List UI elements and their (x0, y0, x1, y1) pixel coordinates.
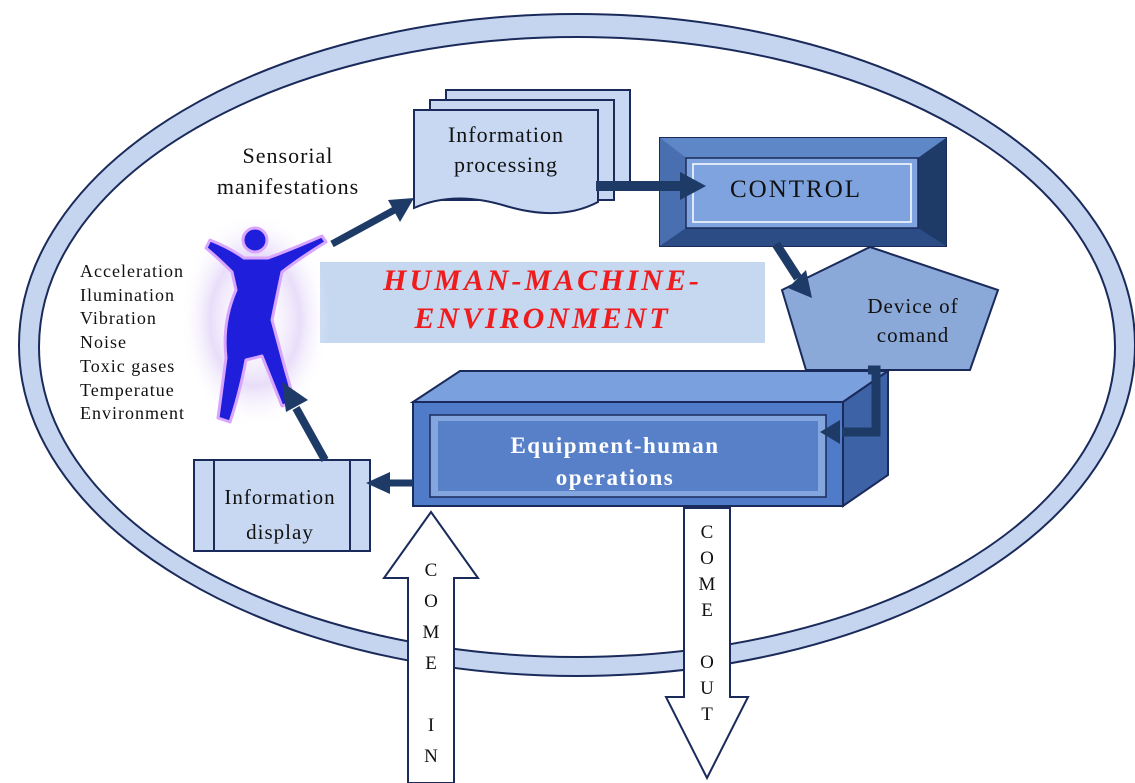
come-in-arrow (382, 510, 480, 783)
sensorial-line2: manifestations (216, 174, 360, 199)
come-in-letter: N (424, 746, 438, 767)
come-in-letter: E (425, 653, 437, 674)
device-of-command-label: Device of comand (838, 292, 988, 350)
come-in-label: C O M E I N (408, 555, 454, 772)
control-box (659, 137, 947, 247)
diagram-title: HUMAN-MACHINE- ENVIRONMENT (320, 262, 765, 338)
sensorial-line1: Sensorial (242, 143, 334, 168)
information-processing-stack (413, 89, 631, 215)
device-line1: Device of (867, 294, 959, 318)
information-processing-label: Information processing (416, 120, 596, 180)
factor-item: Toxic gases (80, 355, 176, 376)
come-out-arrow (664, 507, 750, 781)
come-in-letter: M (422, 622, 440, 643)
title-line1: HUMAN-MACHINE- (383, 264, 702, 297)
control-label: CONTROL (729, 176, 863, 203)
factor-item: Environment (80, 403, 185, 424)
display-line2: display (246, 520, 314, 544)
factor-item: Acceleration (80, 261, 184, 281)
come-out-letter: E (701, 600, 713, 621)
information-processing-line1: Information (447, 122, 565, 147)
information-display-box (193, 459, 371, 552)
come-out-letter: C (700, 522, 714, 543)
equipment-box (409, 369, 892, 508)
come-out-letter: M (698, 574, 716, 595)
factor-item: Vibration (80, 308, 157, 329)
come-out-letter: O (700, 548, 714, 569)
come-out-letter: O (700, 652, 714, 673)
come-in-letter: I (427, 715, 435, 736)
information-processing-line2: processing (453, 152, 559, 177)
device-line2: comand (876, 323, 950, 347)
equipment-human-operations-label: Equipment-human operations (430, 430, 800, 494)
equipment-line1: Equipment-human (510, 433, 720, 458)
environment-factors-list: Acceleration Ilumination Vibration Noise… (80, 260, 185, 426)
sensorial-manifestations-label: Sensorial manifestations (208, 140, 368, 202)
come-out-letter: U (700, 678, 714, 699)
factor-item: Temperatue (80, 379, 175, 400)
title-line2: ENVIRONMENT (414, 302, 671, 335)
display-line1: Information (224, 485, 336, 509)
come-in-letter: C (424, 560, 438, 581)
information-display-label: Information display (200, 480, 360, 550)
title-band (320, 262, 765, 343)
come-out-label: C O M E O U T (684, 520, 730, 728)
human-figure (180, 210, 330, 430)
equipment-line2: operations (555, 465, 675, 490)
factor-item: Noise (80, 332, 127, 353)
come-out-letter: T (701, 704, 713, 725)
flow-arrows (282, 172, 881, 494)
factor-item: Ilumination (80, 284, 175, 305)
come-in-letter: O (424, 591, 438, 612)
